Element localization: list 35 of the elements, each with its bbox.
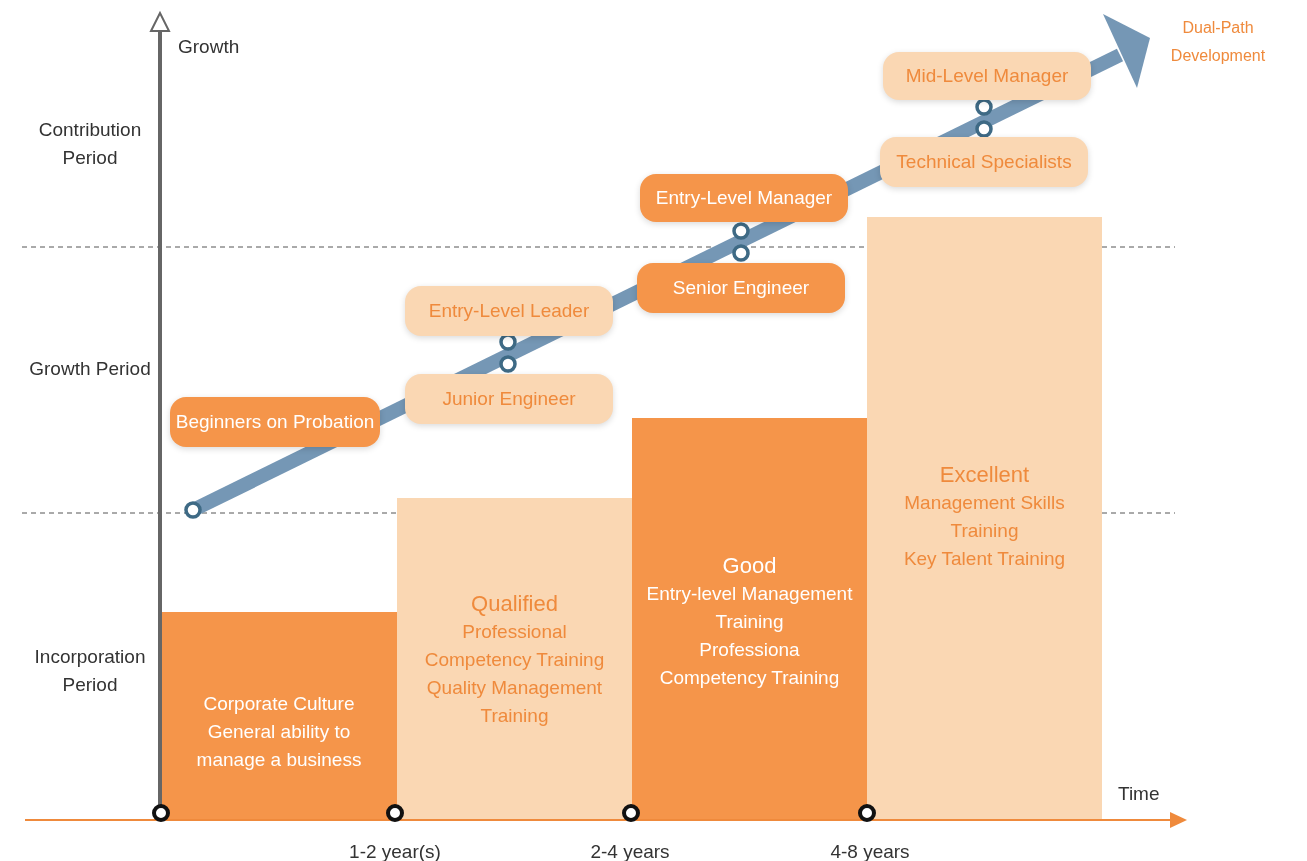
role-pill bbox=[880, 137, 1088, 187]
role-pill bbox=[170, 397, 380, 447]
level-bar bbox=[867, 217, 1102, 820]
bar-heading: Qualified bbox=[470, 590, 559, 618]
bar-heading: Excellent bbox=[938, 461, 1031, 489]
axis-label: Incorporation Period bbox=[33, 645, 147, 697]
bar-text: Entry-level Management Training bbox=[645, 582, 854, 634]
role-pill bbox=[640, 174, 848, 222]
role-pill bbox=[883, 52, 1091, 100]
bar-text: Professional Competency Training bbox=[423, 620, 606, 672]
role-label: Senior Engineer bbox=[672, 276, 810, 300]
bar-heading: Good bbox=[721, 552, 778, 580]
axis-label: Dual-Path Development bbox=[1169, 18, 1267, 66]
axis-label: Growth Period bbox=[28, 357, 152, 381]
role-label: Entry-Level Manager bbox=[655, 186, 833, 210]
bar-text: General ability to manage a business bbox=[195, 720, 363, 772]
bar-text: Quality Management Training bbox=[425, 676, 604, 728]
role-pill bbox=[637, 263, 845, 313]
level-bar bbox=[161, 612, 397, 820]
axis-label: Growth bbox=[178, 35, 241, 59]
bar-text: Corporate Culture bbox=[202, 692, 356, 716]
role-label: Junior Engineer bbox=[442, 387, 576, 411]
role-label: Mid-Level Manager bbox=[905, 64, 1069, 88]
role-pill bbox=[405, 286, 613, 336]
bar-text: Key Talent Training bbox=[902, 547, 1067, 571]
level-bar bbox=[397, 498, 632, 820]
role-label: Entry-Level Leader bbox=[428, 299, 590, 323]
role-label: Beginners on Probation bbox=[175, 410, 375, 434]
axis-label: Time bbox=[1118, 782, 1161, 806]
axis-label: Contribution Period bbox=[37, 118, 143, 170]
bar-text: Professiona Competency Training bbox=[658, 638, 841, 690]
bar-text: Management Skills Training bbox=[903, 491, 1066, 543]
role-label: Technical Specialists bbox=[896, 150, 1072, 174]
role-pill bbox=[405, 374, 613, 424]
level-bar bbox=[632, 418, 867, 820]
